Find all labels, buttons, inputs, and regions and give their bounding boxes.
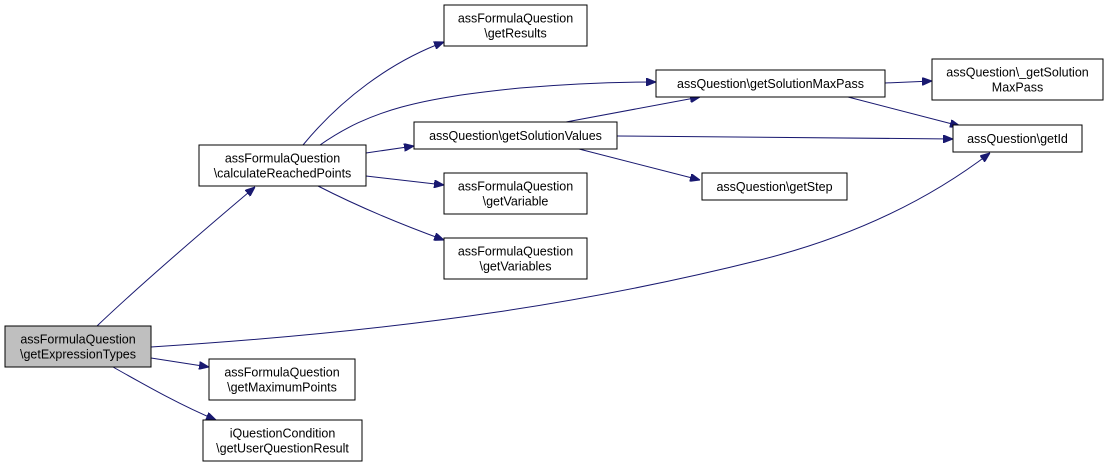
node-label-line: assQuestion\_getSolution <box>946 66 1089 80</box>
node-box <box>931 58 1104 101</box>
edge-get-solution-max-pass-to-get-id <box>847 96 960 126</box>
edge-get-solution-values-to-get-solution-max-pass <box>565 97 700 123</box>
node-box <box>198 144 367 187</box>
node-box <box>443 172 588 215</box>
node-get-user-question-result[interactable]: iQuestionCondition\getUserQuestionResult <box>202 419 363 462</box>
node-box <box>208 358 356 401</box>
node-box <box>4 325 152 368</box>
edge-get-expression-types-to-get-user-question-result <box>112 366 216 420</box>
node-label-line: \getResults <box>484 27 547 41</box>
node-get-variable[interactable]: assFormulaQuestion\getVariable <box>443 172 588 215</box>
node-label-line: assFormulaQuestion <box>458 12 573 26</box>
node-label-line: \getExpressionTypes <box>20 348 136 362</box>
node-label-line: \getUserQuestionResult <box>216 442 349 456</box>
nodes-layer: assFormulaQuestion\getExpressionTypesass… <box>4 4 1104 462</box>
node-box <box>413 121 618 150</box>
node-label-line: assQuestion\getId <box>967 132 1068 146</box>
node-box <box>443 4 588 47</box>
node-get-solution-max-pass[interactable]: assQuestion\getSolutionMaxPass <box>655 69 886 98</box>
node-get-variables[interactable]: assFormulaQuestion\getVariables <box>443 237 588 280</box>
node-label-line: assQuestion\getSolutionValues <box>429 129 602 143</box>
node-label-line: \getVariables <box>479 260 551 274</box>
edge-calculate-reached-points-to-get-solution-values <box>365 146 414 154</box>
node-box <box>443 237 588 280</box>
edge-get-expression-types-to-calculate-reached-points <box>96 187 255 327</box>
edge-calculate-reached-points-to-get-variable <box>365 175 444 185</box>
edge-calculate-reached-points-to-get-solution-max-pass <box>319 82 656 146</box>
node-label-line: \getVariable <box>483 195 549 209</box>
node-label-line: iQuestionCondition <box>230 427 336 441</box>
node-calculate-reached-points[interactable]: assFormulaQuestion\calculateReachedPoint… <box>198 144 367 187</box>
edge-get-solution-values-to-get-id <box>616 136 953 139</box>
node-private-get-solution-max-pass[interactable]: assQuestion\_getSolutionMaxPass <box>931 58 1104 101</box>
node-get-solution-values[interactable]: assQuestion\getSolutionValues <box>413 121 618 150</box>
node-label-line: assFormulaQuestion <box>225 152 340 166</box>
node-get-step[interactable]: assQuestion\getStep <box>701 172 848 201</box>
node-label-line: \getMaximumPoints <box>227 381 337 395</box>
edge-calculate-reached-points-to-get-results <box>302 42 444 146</box>
node-label-line: assFormulaQuestion <box>20 333 135 347</box>
node-label-line: assFormulaQuestion <box>458 245 573 259</box>
node-label-line: MaxPass <box>992 81 1043 95</box>
node-box <box>655 69 886 98</box>
node-label-line: assFormulaQuestion <box>458 180 573 194</box>
node-box <box>701 172 848 201</box>
node-label-line: assFormulaQuestion <box>224 366 339 380</box>
node-get-id[interactable]: assQuestion\getId <box>952 124 1083 153</box>
node-label-line: assQuestion\getStep <box>716 180 832 194</box>
node-get-maximum-points[interactable]: assFormulaQuestion\getMaximumPoints <box>208 358 356 401</box>
node-get-results[interactable]: assFormulaQuestion\getResults <box>443 4 588 47</box>
node-label-line: \calculateReachedPoints <box>214 167 352 181</box>
edge-get-solution-max-pass-to-private-get-solution-max-pass <box>884 81 932 83</box>
edge-calculate-reached-points-to-get-variables <box>317 185 444 240</box>
node-get-expression-types[interactable]: assFormulaQuestion\getExpressionTypes <box>4 325 152 368</box>
edge-get-expression-types-to-get-id <box>150 153 990 348</box>
edge-get-solution-values-to-get-step <box>578 148 700 180</box>
node-label-line: assQuestion\getSolutionMaxPass <box>677 77 864 91</box>
edges-layer <box>96 42 990 420</box>
node-box <box>952 124 1083 153</box>
edge-get-expression-types-to-get-maximum-points <box>150 357 209 367</box>
node-box <box>202 419 363 462</box>
